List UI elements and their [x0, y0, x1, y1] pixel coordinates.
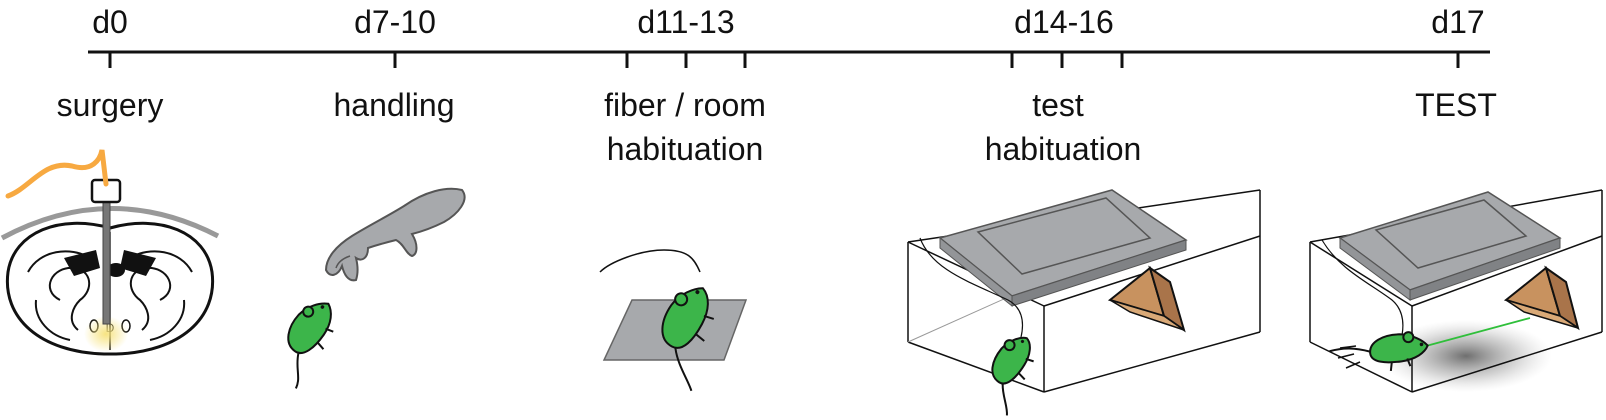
- patch-cord: [919, 237, 1023, 353]
- stage-label-final-test: TEST: [1415, 87, 1497, 123]
- mouse-icon: [991, 336, 1034, 416]
- stage-label-test: test: [1032, 87, 1084, 123]
- day-label-d14-16: d14-16: [1014, 4, 1114, 40]
- light-glow: [84, 316, 128, 352]
- shelter-icon: [1107, 265, 1186, 333]
- motion-lines: [1337, 345, 1361, 369]
- mouse-icon: [661, 287, 715, 392]
- hand-icon: [324, 187, 466, 282]
- fiber-habituation-scene: [599, 249, 748, 392]
- brain-section-icon: D: [0, 149, 220, 356]
- shelter-icon: [1503, 265, 1580, 331]
- ventricle-right: [120, 250, 156, 276]
- stage-label-fiber-habituation: habituation: [607, 131, 764, 167]
- patch-cord: [1321, 239, 1404, 345]
- ventricle-center: [107, 263, 125, 277]
- day-label-d11-13: d11-13: [637, 4, 734, 40]
- test-arena-box-icon: [1309, 189, 1603, 393]
- stage-label-test-habituation: habituation: [985, 131, 1142, 167]
- stage-label-surgery: surgery: [57, 87, 164, 123]
- fiber-cable: [5, 149, 109, 199]
- looming-shadow: [1380, 320, 1552, 392]
- day-label-d7-10: d7-10: [354, 4, 436, 40]
- stage-label-handling: handling: [334, 87, 455, 123]
- mouse-icon: [287, 302, 334, 389]
- mouse-icon: [1329, 331, 1429, 372]
- stage-label-fiber-room: fiber / room: [604, 87, 766, 123]
- optic-fiber-implant: [102, 197, 111, 325]
- laser-beam: [1425, 317, 1531, 347]
- arena-box-icon: [907, 189, 1261, 416]
- day-label-d0: d0: [92, 4, 128, 40]
- patch-cord: [599, 249, 701, 273]
- timeline-ticks: [108, 52, 1460, 68]
- day-label-d17: d17: [1431, 4, 1484, 40]
- ventricle-left: [64, 250, 100, 276]
